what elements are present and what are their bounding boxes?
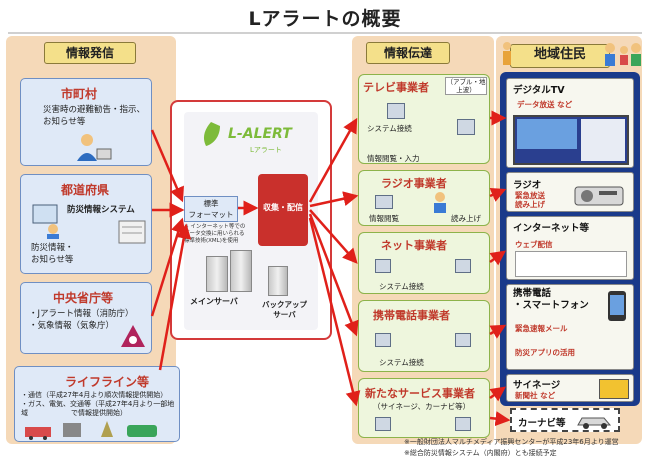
source-government-line-2: ・気象情報（気象庁） xyxy=(29,321,115,331)
main-server-icon-2 xyxy=(230,250,252,292)
collect-distribute-box xyxy=(258,174,308,246)
lalert-logo-text: L-ALERT xyxy=(228,126,292,142)
source-central-government: 中央省庁等 ・Jアラート情報（消防庁） ・気象情報（気象庁） xyxy=(20,282,152,354)
title-divider xyxy=(8,32,642,34)
distributor-tv-note-1: システム接続 xyxy=(367,124,412,133)
distributor-internet-note-1: システム接続 xyxy=(379,282,424,291)
source-lifeline-title: ライフライン等 xyxy=(65,375,150,389)
resident-radio-note: 緊急放送 読み上げ xyxy=(515,191,545,209)
source-lifeline-line-1: ・通信（平成27年4月より順次情報提供開始） xyxy=(21,391,168,399)
tv-server-icon xyxy=(457,119,475,135)
lalert-logo-icon xyxy=(203,122,220,146)
main-server-label: メインサーバ xyxy=(190,297,238,306)
backup-server-label: バックアップ サーバ xyxy=(262,300,307,319)
distributor-radio-note-2: 読み上げ xyxy=(451,214,481,223)
distributor-new-service-title: 新たなサービス事業者 xyxy=(365,387,475,400)
resident-radio: ラジオ 緊急放送 読み上げ xyxy=(506,172,634,212)
distributor-internet-title: ネット事業者 xyxy=(381,239,447,252)
distributor-radio: ラジオ事業者 情報閲覧 読み上げ xyxy=(358,170,490,226)
resident-radio-title: ラジオ xyxy=(513,180,542,191)
source-lifeline-line-2: ・ガス、電気、交通等（平成27年4月より一部地域 xyxy=(21,400,175,417)
resident-signage-title: サイネージ xyxy=(513,380,561,391)
internet-server-icon xyxy=(455,259,471,273)
standard-format-box: 標準 フォーマット xyxy=(184,196,238,222)
tv-pc-icon xyxy=(387,103,405,119)
resident-internet: インターネット等 ウェブ配信 xyxy=(506,216,634,280)
distributor-radio-title: ラジオ事業者 xyxy=(381,177,447,190)
page-title: Lアラートの概要 xyxy=(248,8,402,30)
distributor-tv: テレビ事業者 （アブル・地上波） システム接続 情報閲覧・入力 xyxy=(358,74,490,164)
resident-mobile-title: 携帯電話 ・スマートフォン xyxy=(513,288,589,311)
resident-signage-note: 新聞社 など xyxy=(515,391,556,400)
resident-internet-title: インターネット等 xyxy=(513,223,590,234)
government-emblem-icon xyxy=(121,325,145,347)
source-municipality: 市町村 災害時の避難勧告・指示、 お知らせ等 xyxy=(20,78,152,166)
source-lifeline-line-3: で情報提供開始） xyxy=(71,409,127,417)
lalert-logo-subtext: Lアラート xyxy=(250,146,282,154)
collect-distribute-label: 収集・配信 xyxy=(263,203,303,212)
distributor-tv-badge: （アブル・地上波） xyxy=(445,77,487,95)
main-server-icon xyxy=(206,256,228,292)
prefecture-server-icon xyxy=(118,220,146,244)
resident-mobile: 携帯電話 ・スマートフォン 緊急速報メール 防災アプリの活用 xyxy=(506,284,634,370)
lifeline-infrastructure-icons xyxy=(25,421,157,440)
resident-digital-tv-title: デジタルTV xyxy=(513,85,565,96)
distributor-tv-note-2: 情報閲覧・入力 xyxy=(367,154,420,163)
resident-car-navigation: カーナビ等 xyxy=(510,408,620,432)
footnote-2: ※総合防災情報システム（内閣府）とも接続予定 xyxy=(404,449,557,457)
distributor-radio-note-1: 情報閲覧 xyxy=(369,214,399,223)
source-municipality-line-2: お知らせ等 xyxy=(43,117,86,127)
signage-display-icon xyxy=(599,379,629,399)
source-prefecture-title: 都道府県 xyxy=(61,183,110,197)
backup-server-icon xyxy=(268,266,288,296)
source-municipality-line-1: 災害時の避難勧告・指示、 xyxy=(43,105,146,115)
source-prefecture-system: 防災情報システム xyxy=(67,205,135,215)
distributor-mobile-note-1: システム接続 xyxy=(379,358,424,367)
distributor-mobile-title: 携帯電話事業者 xyxy=(373,309,450,322)
car-icon xyxy=(577,417,612,429)
radio-pc-icon xyxy=(375,195,393,209)
header-information-dispatch: 情報発信 xyxy=(44,42,136,64)
resident-car-nav-title: カーナビ等 xyxy=(518,418,566,429)
distributor-internet: ネット事業者 システム接続 xyxy=(358,232,490,294)
mobile-pc-icon xyxy=(375,333,391,347)
source-government-line-1: ・Jアラート情報（消防庁） xyxy=(29,309,134,319)
announcer-icon xyxy=(434,192,446,213)
distributor-tv-title: テレビ事業者 xyxy=(363,81,429,94)
smartphone-icon xyxy=(608,291,626,321)
source-prefecture: 都道府県 防災情報システム 防災情報・ お知らせ等 xyxy=(20,174,152,274)
distributor-new-service-sub: （サイネージ、カーナビ等） xyxy=(373,402,471,411)
new-service-pc-icon xyxy=(375,417,391,431)
header-local-residents: 地域住民 xyxy=(510,44,610,68)
resident-digital-tv: デジタルTV データ放送 など xyxy=(506,78,634,168)
residents-people-icon xyxy=(605,43,641,66)
distributor-mobile: 携帯電話事業者 システム接続 xyxy=(358,300,490,372)
resident-digital-tv-note: データ放送 など xyxy=(517,100,573,109)
operator-person-icon xyxy=(77,134,112,161)
resident-signage: サイネージ 新聞社 など xyxy=(506,374,634,402)
source-prefecture-line-1: 防災情報・ xyxy=(31,243,74,253)
digital-tv-picture xyxy=(517,119,577,149)
source-lifeline: ライフライン等 ・通信（平成27年4月より順次情報提供開始） ・ガス、電気、交通… xyxy=(14,366,180,442)
website-screenshot xyxy=(515,251,627,277)
header-information-delivery: 情報伝達 xyxy=(366,42,450,64)
person-icon xyxy=(503,42,511,65)
digital-tv-data-panel xyxy=(581,119,625,161)
pc-operator-icon xyxy=(32,204,59,239)
mobile-server-icon xyxy=(455,333,471,347)
source-municipality-title: 市町村 xyxy=(61,87,98,101)
footnote-1: ※一般財団法人マルチメディア振興センターが平成23年6月より運営 xyxy=(404,438,619,446)
resident-internet-note: ウェブ配信 xyxy=(515,240,553,249)
new-service-server-icon xyxy=(455,417,471,431)
internet-pc-icon xyxy=(375,259,391,273)
resident-mobile-note: 緊急速報メール 防災アプリの活用 xyxy=(515,324,575,357)
standard-format-note: ※ インターネット等での データ交換に用いられる 標準技術(XML)を使用 xyxy=(184,224,246,244)
source-prefecture-line-2: お知らせ等 xyxy=(31,255,74,265)
source-government-title: 中央省庁等 xyxy=(53,291,114,305)
distributor-new-service: 新たなサービス事業者 （サイネージ、カーナビ等） xyxy=(358,378,490,438)
radio-device-icon xyxy=(574,186,624,206)
